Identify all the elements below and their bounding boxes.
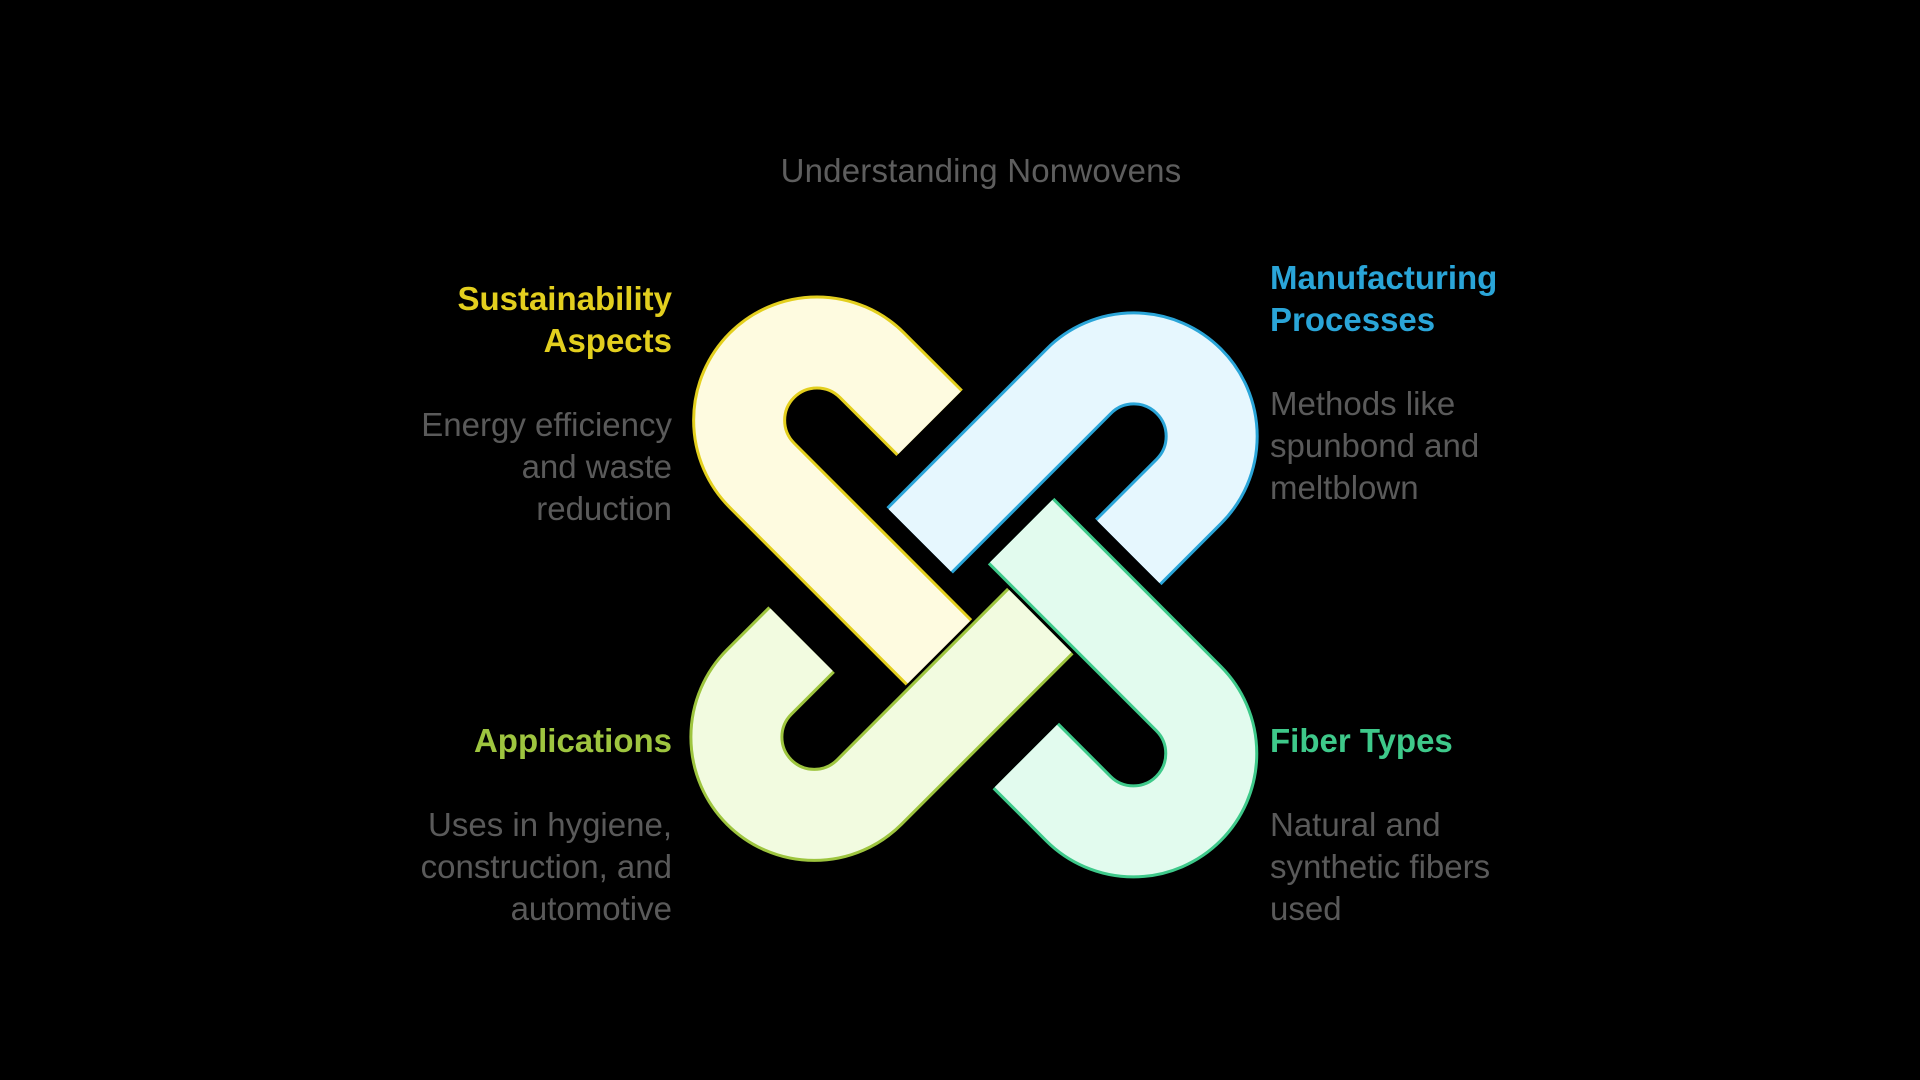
- label-manufacturing-line2: Processes: [1270, 301, 1436, 338]
- label-manufacturing: Manufacturing Processes: [1270, 257, 1630, 341]
- desc-applications: Uses in hygiene, construction, and autom…: [372, 804, 672, 930]
- label-sustainability: Sustainability Aspects: [372, 278, 672, 362]
- link-applications: [689, 587, 1074, 862]
- label-applications-line1: Applications: [473, 722, 672, 759]
- desc-sustainability: Energy efficiency and waste reduction: [372, 404, 672, 530]
- desc-sustainability-line1: Energy efficiency: [421, 406, 672, 443]
- desc-applications-line2: construction, and: [420, 848, 672, 885]
- link-fiber-types-fill: [989, 499, 1256, 876]
- label-manufacturing-line1: Manufacturing: [1270, 259, 1498, 296]
- desc-manufacturing-line1: Methods like: [1270, 385, 1456, 422]
- link-sustainability: [692, 295, 973, 686]
- label-sustainability-line2: Aspects: [543, 322, 672, 359]
- desc-fiber-types-line2: synthetic fibers: [1270, 848, 1491, 885]
- desc-manufacturing-line2: spunbond and: [1270, 427, 1480, 464]
- label-applications: Applications: [372, 720, 672, 762]
- label-fiber-types-line1: Fiber Types: [1270, 722, 1453, 759]
- link-applications-fill: [692, 589, 1072, 859]
- desc-applications-line1: Uses in hygiene,: [428, 806, 672, 843]
- desc-fiber-types-line1: Natural and: [1270, 806, 1441, 843]
- label-sustainability-line1: Sustainability: [457, 280, 672, 317]
- link-sustainability-fill: [695, 298, 971, 684]
- desc-fiber-types: Natural and synthetic fibers used: [1270, 804, 1590, 930]
- desc-fiber-types-line3: used: [1270, 890, 1342, 927]
- desc-sustainability-line3: reduction: [536, 490, 672, 527]
- desc-manufacturing-line3: meltblown: [1270, 469, 1419, 506]
- link-manufacturing: [886, 311, 1259, 586]
- desc-manufacturing: Methods like spunbond and meltblown: [1270, 383, 1590, 509]
- desc-sustainability-line2: and waste: [521, 448, 672, 485]
- label-fiber-types: Fiber Types: [1270, 720, 1590, 762]
- link-manufacturing-fill: [888, 314, 1256, 584]
- diagram-title: Understanding Nonwovens: [780, 152, 1182, 189]
- link-fiber-types: [987, 497, 1259, 879]
- desc-applications-line3: automotive: [510, 890, 672, 927]
